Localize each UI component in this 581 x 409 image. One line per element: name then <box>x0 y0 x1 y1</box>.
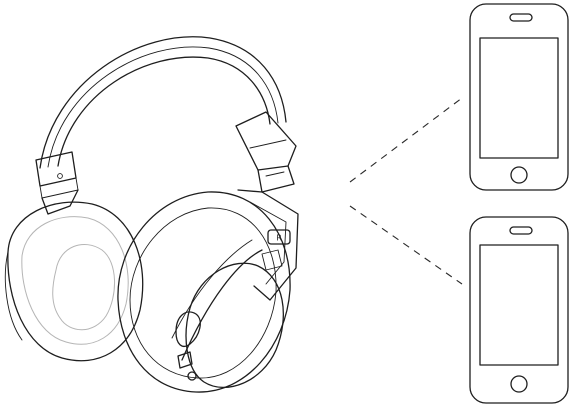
speaker-slot <box>509 13 533 22</box>
home-button <box>510 375 528 393</box>
right-cup-plate <box>185 249 284 388</box>
connection-lines <box>349 97 463 285</box>
right-yoke <box>171 189 299 361</box>
left-slider <box>35 151 79 215</box>
right-slider <box>235 111 297 193</box>
smartphone-icon <box>469 216 569 404</box>
right-side-badge: R <box>267 229 291 245</box>
headphones-icon: R <box>4 36 299 393</box>
connection-line-top <box>349 97 463 183</box>
connection-line-bottom <box>349 205 463 285</box>
right-side-label: R <box>276 234 282 243</box>
headband <box>39 36 287 169</box>
smartphone-icon <box>469 3 569 191</box>
control-buttons <box>177 351 197 381</box>
left-ear-cup <box>4 201 144 362</box>
screen <box>479 244 559 366</box>
screen <box>479 37 559 159</box>
right-ear-cup <box>117 191 291 393</box>
speaker-slot <box>509 226 533 235</box>
home-button <box>510 166 528 184</box>
